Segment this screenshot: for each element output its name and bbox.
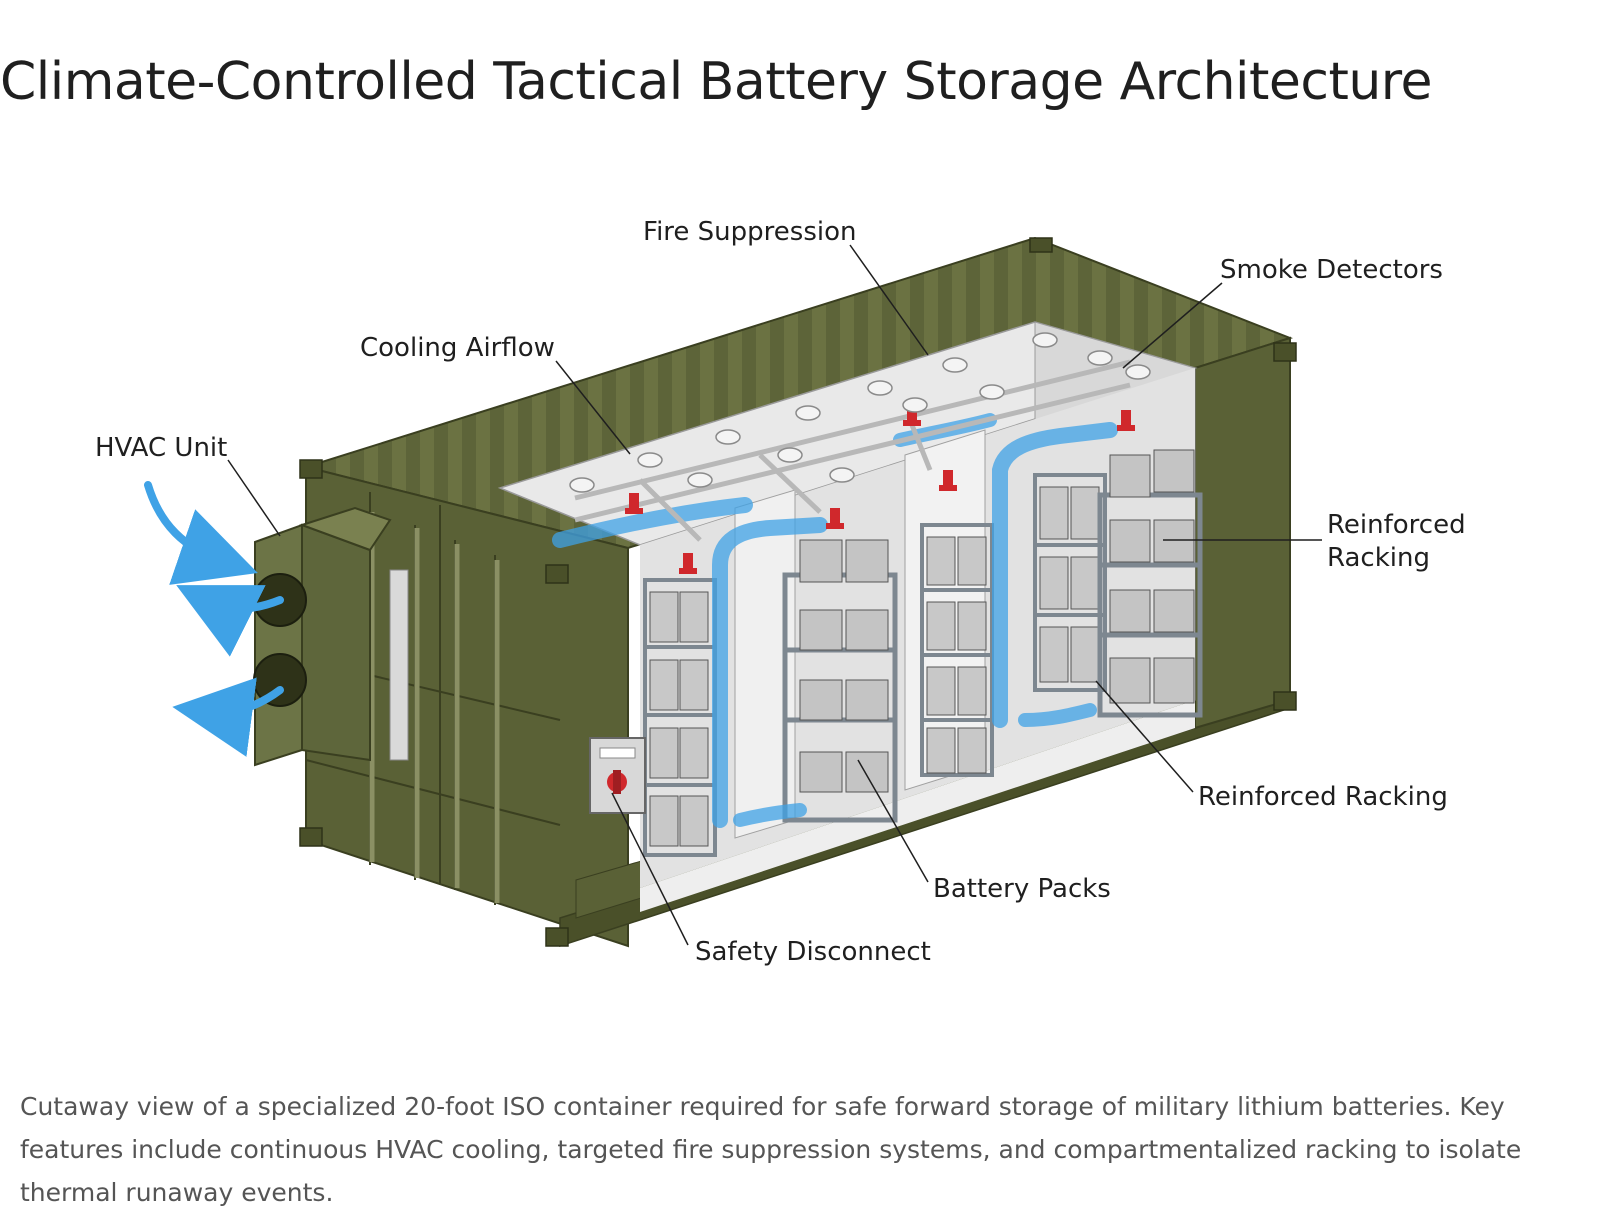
battery-rack-2 [782, 539, 898, 823]
airflow-arrow-icon [176, 585, 284, 657]
label-hvac-unit: HVAC Unit [95, 433, 227, 463]
container-cutaway-diagram: Fire Suppression Smoke Detectors Cooling… [0, 200, 1600, 1030]
smoke-detector-icon [1087, 350, 1113, 366]
label-smoke-detectors: Smoke Detectors [1220, 255, 1443, 285]
label-reinforced-racking-line2: Racking [1327, 543, 1430, 573]
smoke-detector-icon [902, 397, 928, 413]
sprinkler-icon [939, 470, 957, 491]
sprinkler-icon [903, 405, 921, 426]
smoke-detectors [569, 332, 1151, 493]
fire-suppression-piping [574, 359, 1131, 542]
leader-safety-disconnect [611, 792, 689, 946]
smoke-detector-icon [867, 380, 893, 396]
leader-smoke-detectors [1122, 282, 1223, 369]
smoke-detector-icon [979, 384, 1005, 400]
page-title: Climate-Controlled Tactical Battery Stor… [0, 52, 1433, 112]
smoke-detector-icon [1032, 332, 1058, 348]
smoke-detector-icon [829, 467, 855, 483]
leader-reinforced-racking-lower [1095, 680, 1194, 793]
safety-disconnect [589, 737, 646, 814]
smoke-detector-icon [687, 472, 713, 488]
battery-rack-1 [643, 578, 717, 857]
sprinkler-icon [1117, 410, 1135, 431]
smoke-detector-icon [795, 405, 821, 421]
label-cooling-airflow: Cooling Airflow [360, 333, 555, 363]
smoke-detector-icon [637, 452, 663, 468]
smoke-detector-icon [569, 477, 595, 493]
door-locking-bars [369, 512, 500, 903]
airflow-arrow-icon [172, 677, 284, 757]
battery-rack-5 [1097, 449, 1203, 718]
hvac-unit [253, 506, 409, 767]
callout-leaders [227, 244, 1322, 946]
label-reinforced-racking-lower: Reinforced Racking [1198, 782, 1448, 812]
hvac-airflow-arrows [144, 481, 284, 757]
airflow-path-6 [1018, 703, 1097, 727]
leader-hvac-unit [227, 459, 281, 537]
battery-rack-4 [1033, 473, 1107, 692]
label-fire-suppression: Fire Suppression [643, 217, 856, 247]
leader-fire-suppression [849, 244, 929, 356]
interior-floor [640, 700, 1195, 912]
battery-rack-3 [920, 523, 994, 777]
corner-castings [299, 237, 1297, 947]
airflow-path-1 [552, 497, 753, 548]
airflow-path-2 [712, 517, 828, 828]
container-right-end [1194, 336, 1291, 730]
leader-battery-packs [857, 759, 929, 883]
smoke-detector-icon [715, 429, 741, 445]
sprinkler-heads [625, 405, 1135, 574]
smoke-detector-icon [942, 357, 968, 373]
smoke-detector-icon [777, 447, 803, 463]
label-battery-packs: Battery Packs [933, 874, 1111, 904]
label-reinforced-racking-line1: Reinforced [1327, 510, 1466, 540]
sprinkler-icon [625, 493, 643, 514]
figure-caption: Cutaway view of a specialized 20-foot IS… [20, 1092, 1522, 1207]
airflow-path-5 [992, 422, 1118, 728]
airflow-path-3 [733, 803, 807, 827]
diagram-svg: Fire Suppression Smoke Detectors Cooling… [95, 217, 1466, 967]
sprinkler-icon [826, 508, 844, 529]
leader-cooling-airflow [555, 360, 631, 455]
smoke-detector-icon [1125, 364, 1151, 380]
airflow-arrow-icon [144, 481, 258, 585]
sprinkler-icon [679, 553, 697, 574]
label-safety-disconnect: Safety Disconnect [695, 937, 931, 967]
